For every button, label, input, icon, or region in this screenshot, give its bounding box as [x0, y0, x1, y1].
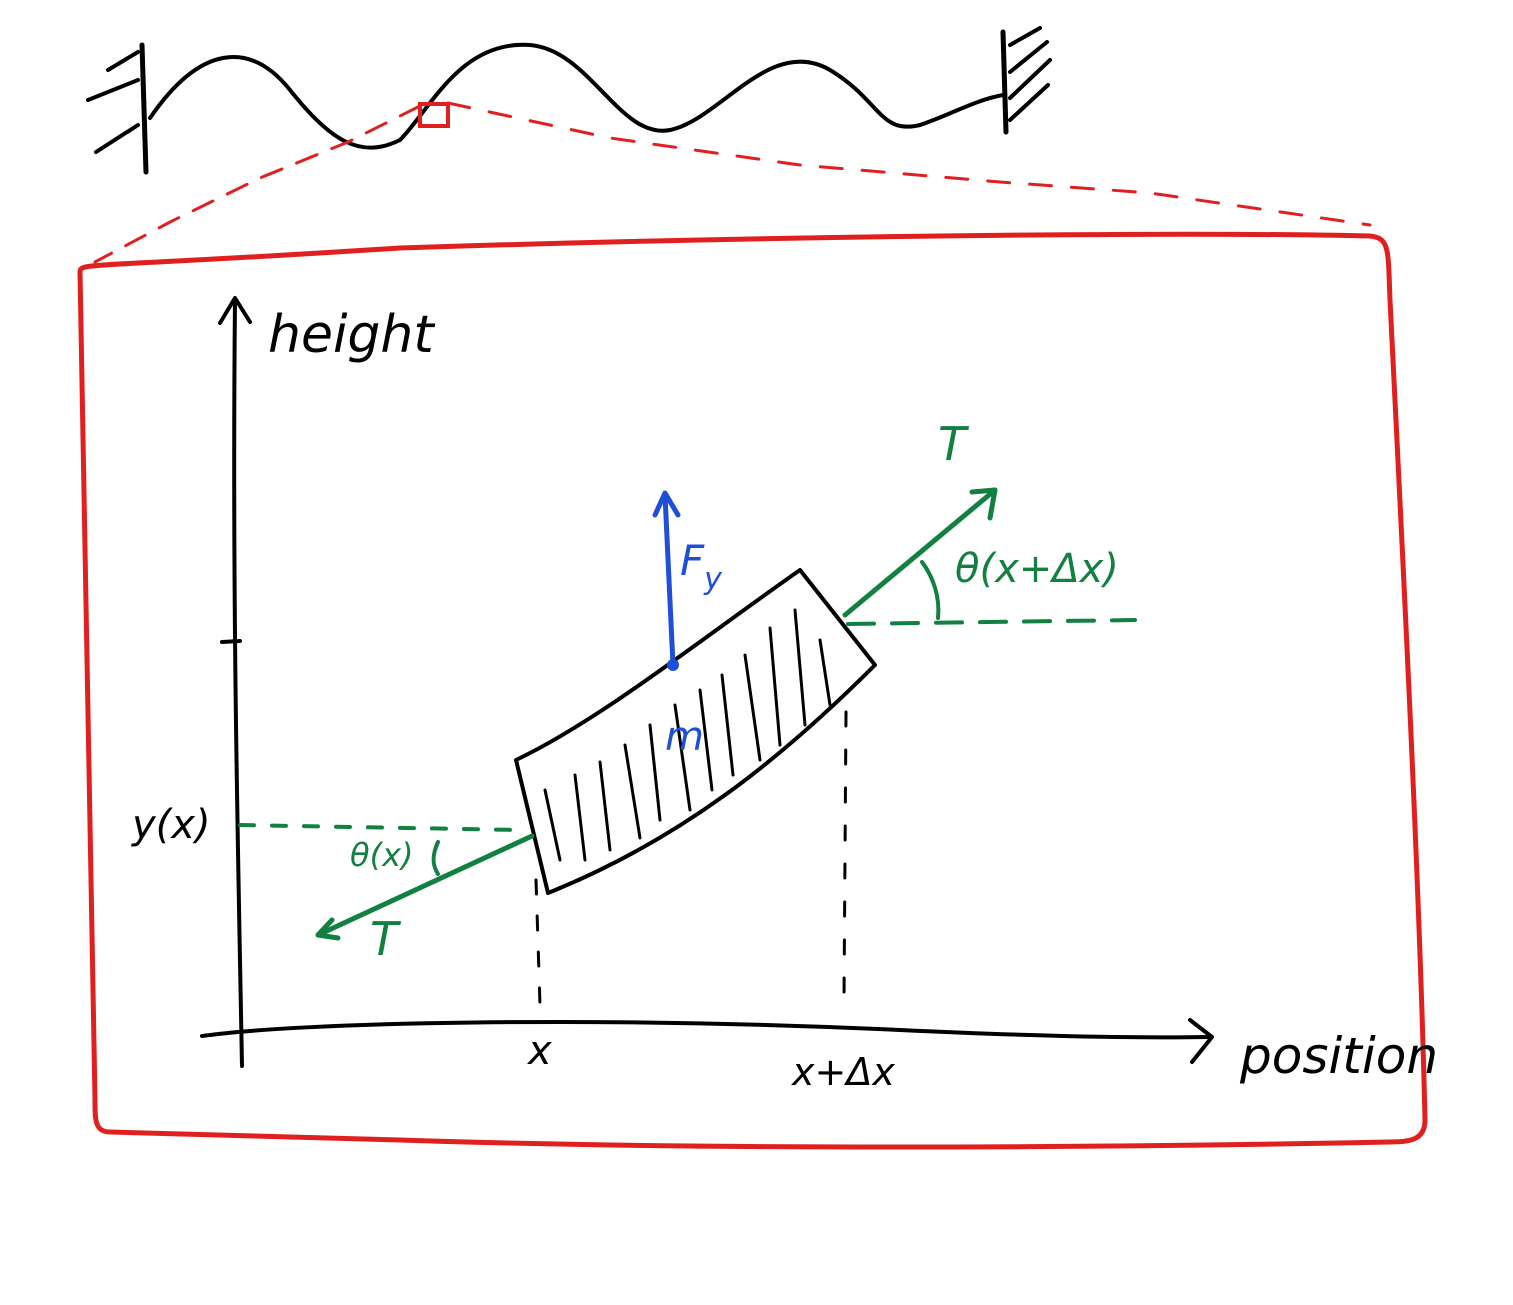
element-hatching	[543, 608, 832, 862]
y-reference-line	[238, 823, 522, 832]
tension-right-vector	[842, 487, 998, 618]
angle-left-label: θ(x)	[350, 836, 413, 874]
tension-left-vector	[315, 833, 535, 941]
force-label-main: F	[680, 536, 705, 585]
axes	[200, 296, 1214, 1068]
left-wall-hatching	[86, 50, 140, 154]
left-wall	[139, 42, 149, 175]
zoom-frame	[77, 231, 1428, 1150]
angle-right-label: θ(x+Δx)	[955, 546, 1119, 592]
tension-right-label: T	[938, 417, 970, 471]
x-axis-arrowhead	[1188, 1018, 1214, 1064]
zoom-guide-right	[446, 101, 1372, 227]
x-axis	[200, 1020, 1210, 1040]
force-y-vector	[652, 490, 681, 671]
mass-label: m	[665, 714, 704, 760]
element-outline	[514, 568, 877, 895]
y-tick-label: y(x)	[131, 802, 211, 848]
string-element	[514, 568, 877, 895]
string-overview	[86, 26, 1372, 264]
y-axis-label: height	[268, 305, 435, 365]
angle-arc-right	[920, 560, 941, 620]
right-wall-hatching	[1008, 26, 1052, 122]
highlighted-string-element	[418, 102, 450, 128]
y-axis	[232, 298, 244, 1068]
guide-x-plus-dx	[842, 710, 848, 1002]
x-plus-dx-tick-label: x+Δx	[791, 1050, 895, 1094]
right-angle-reference-line	[846, 618, 1137, 626]
vibrating-string	[148, 42, 1005, 150]
y-axis-tick	[220, 639, 242, 644]
angle-arc-left	[431, 840, 440, 876]
y-axis-arrowhead	[218, 296, 252, 325]
force-label: Fy	[680, 536, 723, 597]
zoom-guide-left	[93, 104, 422, 264]
x-tick-label: x	[526, 1028, 552, 1074]
right-wall	[1000, 29, 1009, 135]
x-axis-label: position	[1239, 1027, 1438, 1085]
force-label-subscript: y	[703, 562, 723, 597]
tension-left-label: T	[370, 912, 402, 966]
guide-x	[534, 878, 542, 1007]
